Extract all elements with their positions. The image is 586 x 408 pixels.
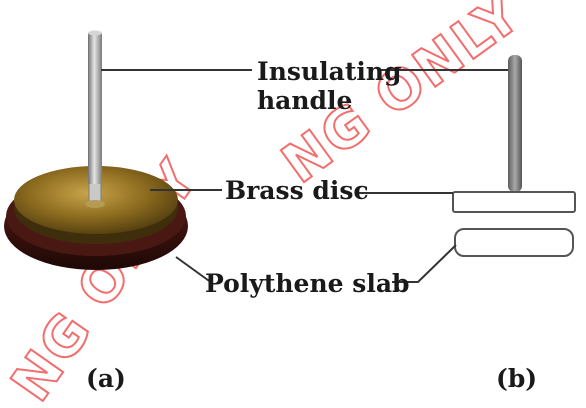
label-handle: handle — [257, 86, 352, 115]
panel-a-apparatus — [4, 30, 188, 270]
leader-slab-b — [392, 244, 457, 283]
leader-slab-a — [175, 256, 213, 284]
leader-lines — [101, 69, 508, 284]
panel-b-apparatus — [452, 55, 576, 257]
brass-disc-b — [452, 191, 576, 213]
panel-label-b: (b) — [496, 364, 537, 393]
label-brass-disc: Brass disc — [225, 176, 369, 205]
polythene-slab-b — [454, 228, 574, 257]
label-polythene-slab: Polythene slab — [205, 269, 410, 298]
insulating-handle-a — [88, 32, 102, 184]
label-insulating: Insulating — [257, 57, 402, 86]
insulating-handle-b — [508, 55, 522, 192]
panel-label-a: (a) — [86, 364, 126, 393]
